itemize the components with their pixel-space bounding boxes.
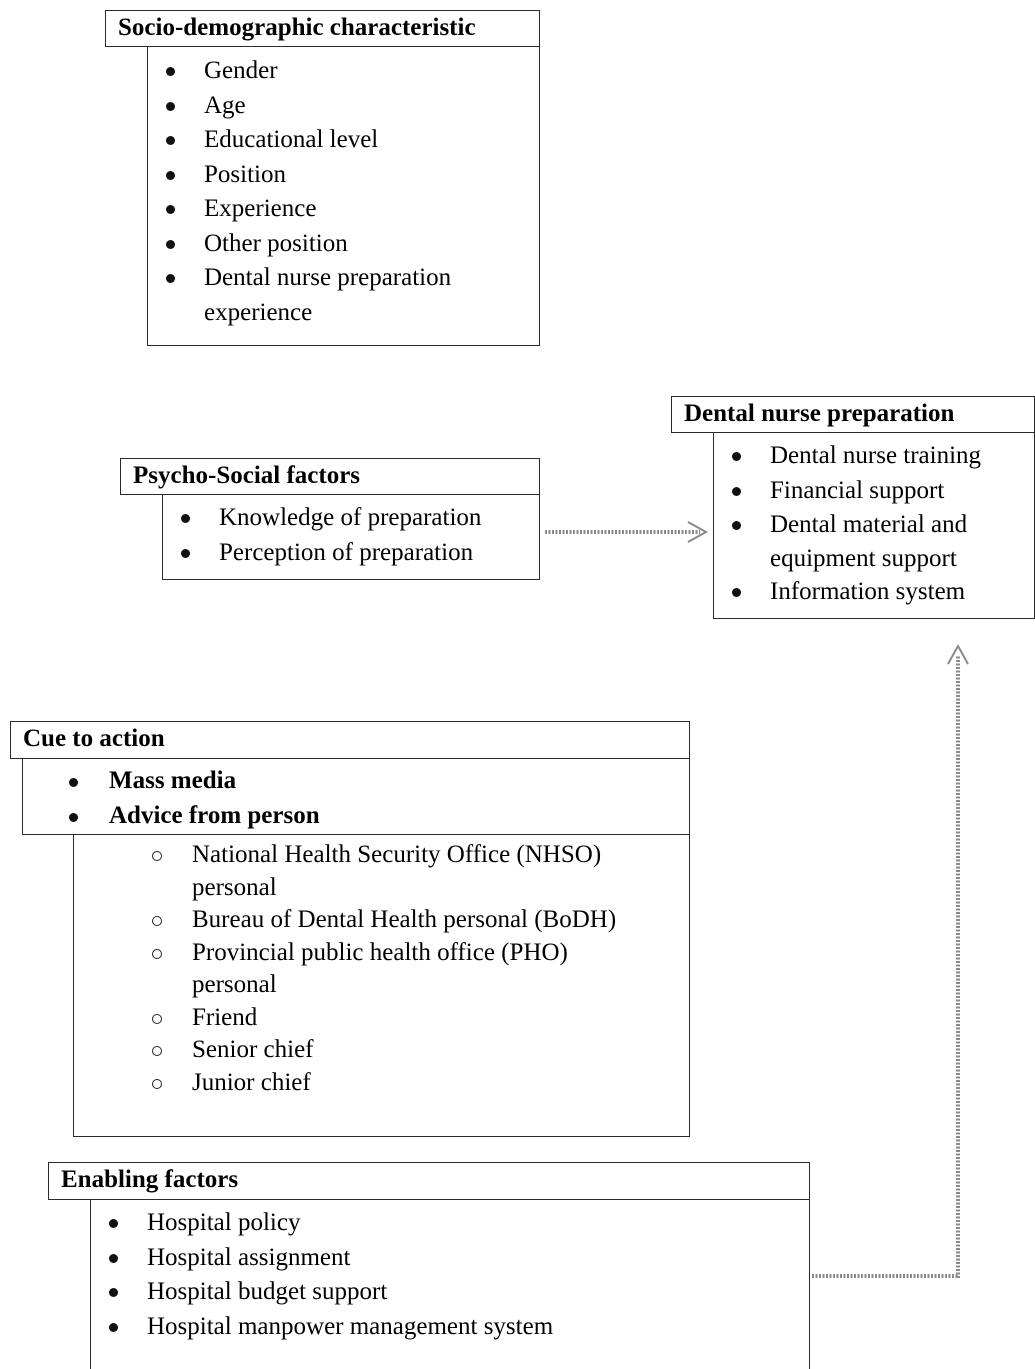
list-item: Bureau of Dental Health personal (BoDH) [152,904,689,937]
bullet-icon [732,587,741,597]
cue-to-action-sub-box: National Health Security Office (NHSO) p… [73,834,690,1137]
hollow-bullet-icon [152,948,162,959]
list-item: Dental nurse preparation [166,261,539,296]
list-item-continuation: personal [192,873,277,901]
bullet-icon [181,548,190,558]
bullet-icon [109,1219,118,1228]
list-item: Position [166,158,539,193]
hollow-bullet-icon [152,851,162,861]
bullet-icon [732,486,741,496]
hollow-bullet-icon [152,1046,162,1056]
bullet-icon [109,1253,118,1263]
list-item: Junior chief [152,1067,689,1100]
list-item: Mass media [69,764,689,799]
bullet-icon [732,452,741,461]
hollow-bullet-icon [152,916,162,926]
bullet-icon [166,170,175,180]
bullet-icon [181,514,190,523]
list-item: Senior chief [152,1034,689,1067]
bullet-icon [732,521,741,530]
list-item: Dental material and [732,508,1034,543]
list-item-continuation: equipment support [770,544,957,572]
bullet-icon [69,812,78,822]
list-item: Friend [152,1002,689,1035]
list-item: Provincial public health office (PHO) [152,937,689,970]
psycho-social-box: Knowledge of preparation Perception of p… [162,494,540,580]
psycho-to-dental-arrow [545,521,709,543]
list-item: Hospital assignment [109,1241,809,1276]
list-item: Dental nurse training [732,439,1034,474]
list-item: Perception of preparation [181,536,539,571]
bullet-icon [166,274,175,283]
list-item: Gender [166,54,539,89]
enabling-factors-title: Enabling factors [48,1162,810,1200]
enabling-factors-box: Hospital policy Hospital assignment Hosp… [90,1199,810,1369]
hollow-bullet-icon [152,1078,162,1089]
list-item-continuation: personal [192,971,277,998]
bullet-icon [166,136,175,145]
socio-demographic-box: Gender Age Educational level Position Ex… [147,46,540,346]
list-item: Knowledge of preparation [181,501,539,536]
bullet-icon [109,1322,118,1332]
list-item: Financial support [732,474,1034,509]
bullet-icon [166,239,175,249]
cue-to-action-main-box: Mass media Advice from person [22,758,690,835]
list-item: Advice from person [69,799,689,834]
list-item: Educational level [166,123,539,158]
hollow-bullet-icon [152,1013,162,1024]
bullet-icon [109,1288,118,1297]
list-item: Hospital manpower management system [109,1310,809,1345]
list-item: National Health Security Office (NHSO) [152,839,689,872]
list-item: Other position [166,227,539,262]
bullet-icon [69,778,78,787]
list-item: Information system [732,575,1034,610]
bullet-icon [166,67,175,76]
enabling-to-dental-arrow [812,643,969,1278]
list-item: Hospital policy [109,1206,809,1241]
bullet-icon [166,205,175,214]
list-item: Hospital budget support [109,1275,809,1310]
list-item: Experience [166,192,539,227]
list-item: Age [166,89,539,124]
dental-nurse-preparation-box: Dental nurse training Financial support … [713,432,1035,619]
socio-demographic-title: Socio-demographic characteristic [105,10,540,47]
psycho-social-title: Psycho-Social factors [120,458,540,495]
list-item-continuation: experience [204,298,313,326]
bullet-icon [166,101,175,111]
